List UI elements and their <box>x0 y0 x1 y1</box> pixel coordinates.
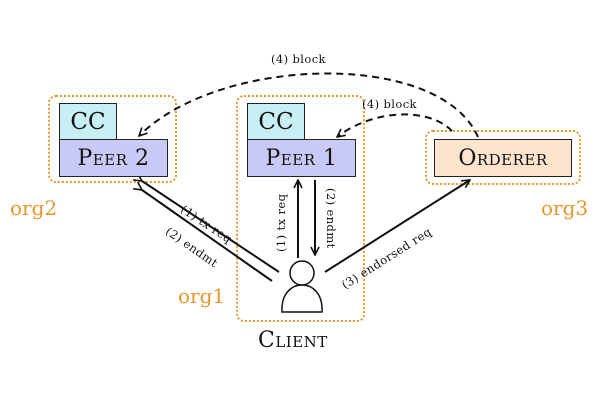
cc-peer2-box: CC <box>59 103 117 140</box>
edge-peer2-endmt <box>142 190 273 282</box>
edge-label-block-peer1: (4) block <box>362 97 417 111</box>
user-icon <box>281 260 323 313</box>
edge-label-block-peer2: (4) block <box>271 52 326 66</box>
org3-container <box>425 130 581 185</box>
org2-label: org2 <box>10 196 58 220</box>
orderer-box: Orderer <box>434 139 572 177</box>
org1-container <box>236 95 365 322</box>
edge-block-to-peer2 <box>139 72 479 138</box>
edge-label-peer1-endmt: (2) endmt <box>324 188 338 249</box>
cc-peer1-box: CC <box>247 103 305 140</box>
peer1-box: Peer 1 <box>247 139 356 177</box>
org2-container <box>48 95 177 183</box>
edge-block-to-peer1 <box>337 113 453 137</box>
edge-peer2-tx-req <box>142 181 280 273</box>
edge-label-peer1-tx-req: (1) tx req <box>274 193 288 252</box>
org1-label: org1 <box>178 284 226 308</box>
client-label: Client <box>258 328 328 353</box>
peer2-box: Peer 2 <box>59 139 168 177</box>
edge-endorsed-req <box>324 180 470 273</box>
org3-label: org3 <box>541 196 589 220</box>
